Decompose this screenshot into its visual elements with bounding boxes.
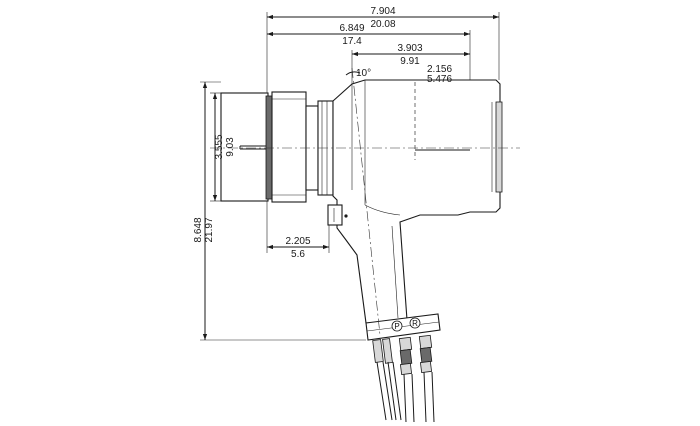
dim-handle-to-rear-in: 3.903 [397, 43, 422, 54]
rear-cap [495, 101, 503, 193]
port-return-label: R [412, 319, 418, 328]
handle-axis [351, 67, 381, 336]
dim-overall-length-mm: 20.08 [370, 19, 395, 30]
trigger [327, 204, 343, 226]
handle-base [365, 313, 441, 341]
dim-center-offset-mm: 5.476 [427, 74, 452, 85]
dim-nose-diameter-in: 3.555 [214, 134, 225, 159]
dim-overall-height-in: 8.648 [193, 217, 204, 242]
dimension-lines [200, 12, 500, 341]
dim-nose-to-rear-mm: 17.4 [342, 36, 362, 47]
dim-overall-height-mm: 21.97 [204, 217, 215, 242]
dim-angle-arc [345, 71, 361, 76]
nose-housing [220, 92, 269, 202]
main-body [332, 79, 501, 324]
trigger-pin [344, 214, 348, 218]
port-return-symbol: R [409, 317, 421, 329]
collar-ring [271, 91, 307, 203]
dim-trigger-offset-in: 2.205 [285, 236, 310, 247]
tool-outline: P R [220, 79, 503, 423]
front-face-plate [265, 95, 273, 200]
dim-handle-to-rear-mm: 9.91 [400, 56, 420, 67]
port-pressure-symbol: P [391, 320, 403, 332]
dim-handle-angle: 10° [356, 68, 371, 79]
dim-trigger-offset-mm: 5.6 [291, 249, 305, 260]
dim-overall-length-in: 7.904 [370, 6, 395, 17]
dim-nose-to-rear-in: 6.849 [339, 23, 364, 34]
dim-nose-diameter-mm: 9.03 [225, 137, 236, 157]
port-pressure-label: P [394, 322, 399, 331]
dim-center-offset-in: 2.156 [427, 64, 452, 75]
dimension-labels: 7.904 20.08 6.849 17.4 3.903 9.91 2.156 … [193, 6, 452, 260]
hose-fittings [372, 334, 435, 423]
